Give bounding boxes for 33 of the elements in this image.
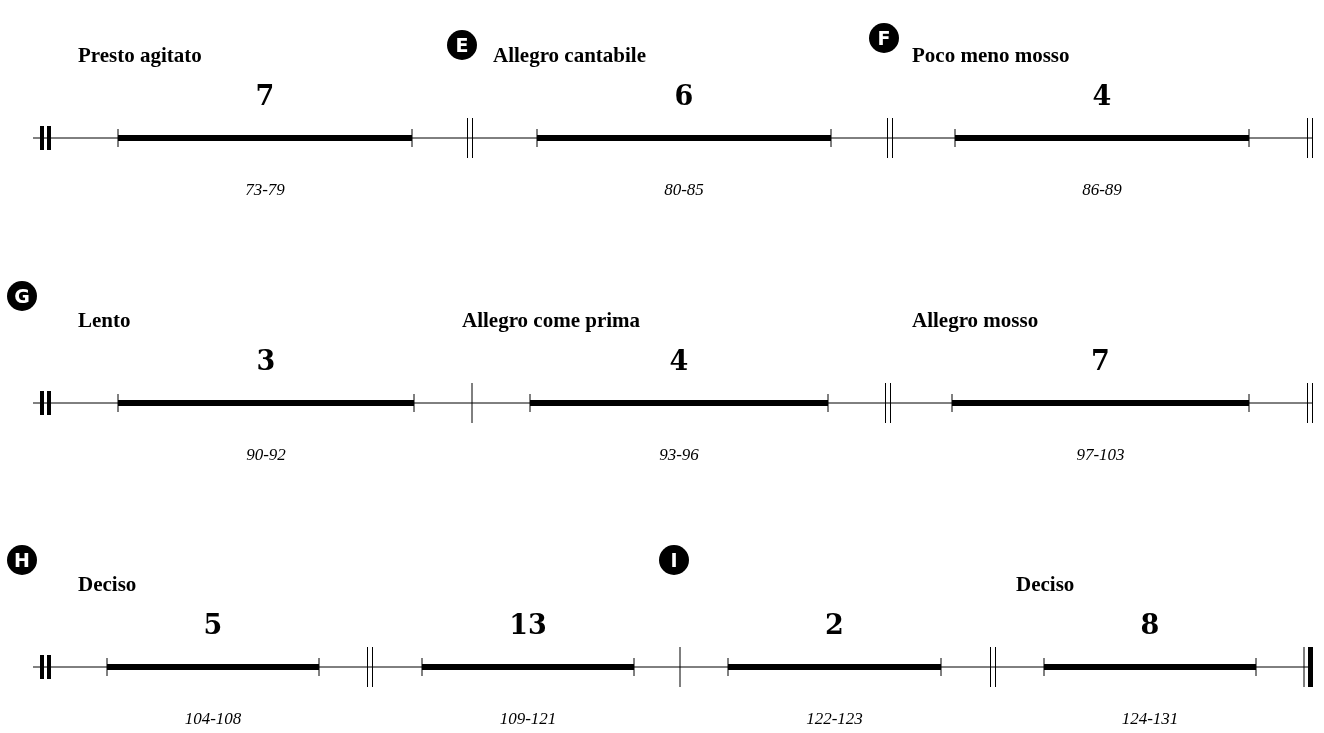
measure-range: 124-131 — [1120, 709, 1180, 729]
rehearsal-mark: I — [659, 545, 689, 575]
tempo-marking: Deciso — [78, 572, 137, 596]
tempo-marking: Deciso — [1016, 572, 1075, 596]
tempo-marking: Poco meno mosso — [912, 43, 1070, 67]
rehearsal-mark: G — [7, 281, 37, 311]
measure-range: 122-123 — [805, 709, 864, 729]
measure-count: 4 — [1091, 81, 1113, 111]
measure-range: 93-96 — [658, 445, 700, 465]
rehearsal-mark: E — [447, 30, 477, 60]
measure-range: 97-103 — [1075, 445, 1126, 465]
tempo-marking: Presto agitato — [78, 43, 202, 67]
tempo-marking: Lento — [78, 308, 131, 332]
measure-range: 104-108 — [183, 709, 243, 729]
measure-range: 73-79 — [244, 180, 286, 200]
measure-count: 2 — [824, 610, 845, 640]
measure-range: 90-92 — [245, 445, 287, 465]
measure-range: 86-89 — [1081, 180, 1123, 200]
measure-range: 109-121 — [498, 709, 558, 729]
tempo-marking: Allegro cantabile — [493, 43, 646, 67]
measure-count: 4 — [668, 346, 690, 376]
tempo-marking: Allegro mosso — [912, 308, 1039, 332]
rehearsal-mark: F — [869, 23, 899, 53]
measure-count: 6 — [673, 81, 695, 111]
rehearsal-mark: H — [7, 545, 37, 575]
measure-count: 7 — [254, 81, 276, 111]
measure-count: 8 — [1139, 610, 1161, 640]
measure-count: 3 — [255, 346, 277, 376]
tempo-marking: Allegro come prima — [462, 308, 641, 332]
measure-range: 80-85 — [663, 180, 705, 200]
measure-count: 13 — [508, 610, 548, 640]
measure-count: 5 — [202, 610, 224, 640]
measure-count: 7 — [1090, 346, 1111, 376]
